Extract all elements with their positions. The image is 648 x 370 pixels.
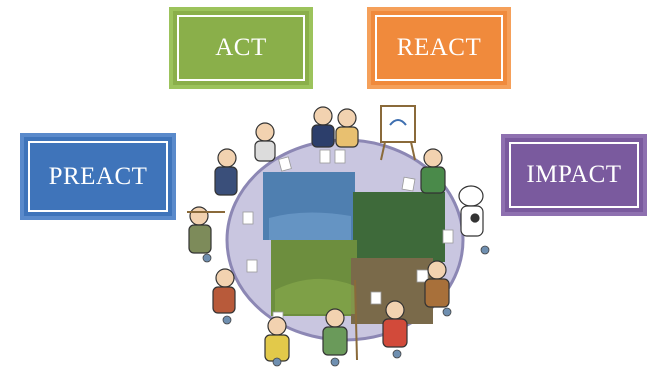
react-label: REACT xyxy=(396,34,482,61)
act-box-inner-border xyxy=(177,15,305,81)
react-box: REACT xyxy=(367,7,511,89)
person-bottom-1 xyxy=(264,316,290,362)
act-box: ACT xyxy=(169,7,313,89)
grass-highlight xyxy=(275,278,355,314)
round-table-illustration xyxy=(187,105,490,367)
person-bottom-2 xyxy=(322,279,358,361)
river-water-highlight xyxy=(269,212,351,240)
preact-box: PREACT xyxy=(20,133,176,220)
cow-character xyxy=(458,185,484,237)
participants xyxy=(187,105,484,362)
person-bottom-3 xyxy=(382,300,408,348)
person-left-bottom xyxy=(212,268,236,314)
person-top-woman xyxy=(335,108,359,148)
person-left-police xyxy=(214,148,238,196)
person-top-left xyxy=(254,122,276,162)
preact-label: PREACT xyxy=(48,162,148,190)
act-label: ACT xyxy=(215,34,267,61)
forest-stream-photo xyxy=(353,192,445,262)
person-right-bottom xyxy=(424,260,450,308)
react-box-inner-border xyxy=(375,15,503,81)
impact-box-inner-border xyxy=(509,142,639,208)
person-left-farmer xyxy=(187,206,225,254)
easel-board xyxy=(380,105,416,161)
papers xyxy=(242,149,454,325)
preact-box-inner-border xyxy=(28,141,168,212)
impact-box: IMPACT xyxy=(501,134,647,216)
person-right-artist xyxy=(420,148,446,194)
person-top-man xyxy=(311,106,335,148)
impact-label: IMPACT xyxy=(526,161,622,188)
chairs xyxy=(202,245,490,367)
